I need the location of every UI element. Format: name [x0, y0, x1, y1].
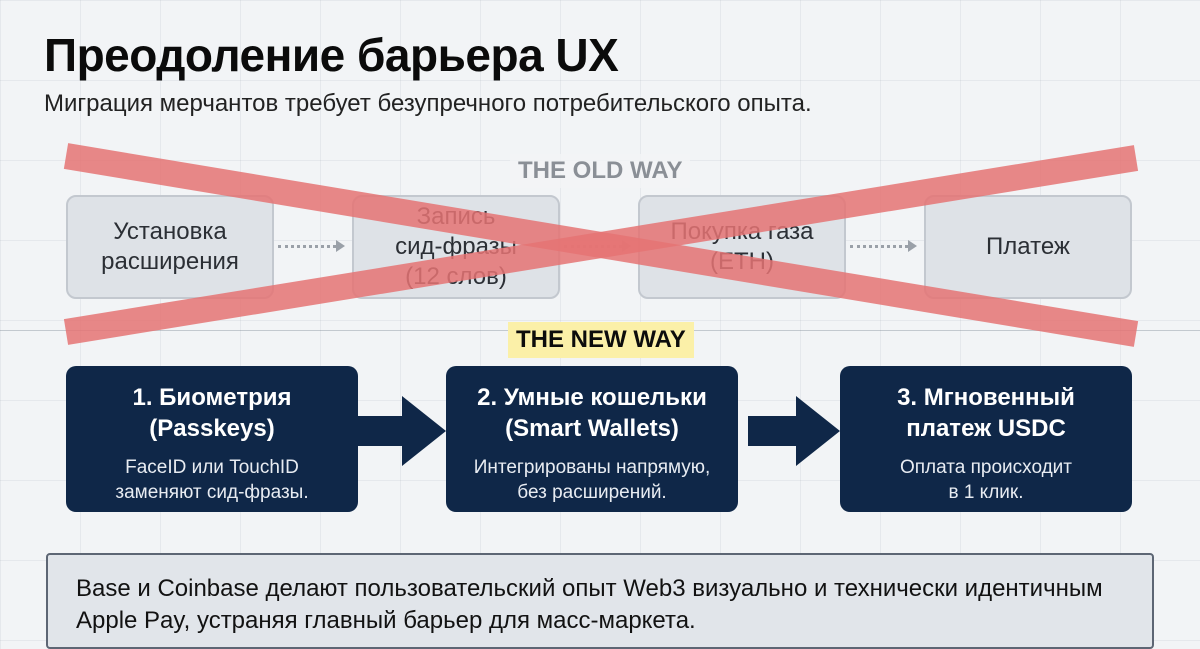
new-step-title: 2. Умные кошельки (Smart Wallets) — [477, 384, 707, 443]
new-step-instant-payment: 3. Мгновенный платеж USDC Оплата происхо… — [840, 366, 1132, 512]
old-way-label: THE OLD WAY — [510, 154, 691, 188]
old-step-label: Покупка газа (ETH) — [670, 218, 814, 275]
new-step-description: FaceID или TouchID заменяют сид-фразы. — [115, 457, 309, 504]
dotted-arrow-head-icon — [622, 240, 631, 252]
new-step-description: Оплата происходит в 1 клик. — [899, 457, 1072, 504]
dotted-connector — [850, 245, 908, 248]
summary-box: Base и Coinbase делают пользовательский … — [46, 553, 1154, 649]
summary-text: Base и Coinbase делают пользовательский … — [76, 575, 1103, 635]
new-step-description: Интегрированы напрямую, без расширений. — [473, 457, 711, 504]
old-step-install-extension: Установка расширения — [66, 195, 274, 299]
new-step-smart-wallets: 2. Умные кошельки (Smart Wallets) Интегр… — [446, 366, 738, 512]
old-step-label: Платеж — [986, 233, 1070, 260]
page-title: Преодоление барьера UX — [44, 29, 619, 81]
new-step-title: 1. Биометрия (Passkeys) — [132, 384, 292, 443]
old-step-label: Установка расширения — [101, 218, 239, 275]
dotted-arrow-head-icon — [336, 240, 345, 252]
old-step-label: Запись сид-фразы (12 слов) — [395, 203, 517, 290]
dotted-connector — [278, 245, 336, 248]
arrow-right-icon — [748, 396, 840, 466]
arrow-right-icon — [358, 396, 446, 466]
page-subtitle: Миграция мерчантов требует безупречного … — [44, 90, 812, 117]
old-step-buy-gas: Покупка газа (ETH) — [638, 195, 846, 299]
new-step-biometrics: 1. Биометрия (Passkeys) FaceID или Touch… — [66, 366, 358, 512]
old-step-payment: Платеж — [924, 195, 1132, 299]
dotted-connector — [564, 245, 622, 248]
old-step-seed-phrase: Запись сид-фразы (12 слов) — [352, 195, 560, 299]
new-step-title: 3. Мгновенный платеж USDC — [897, 384, 1075, 443]
dotted-arrow-head-icon — [908, 240, 917, 252]
new-way-label: THE NEW WAY — [508, 322, 694, 358]
